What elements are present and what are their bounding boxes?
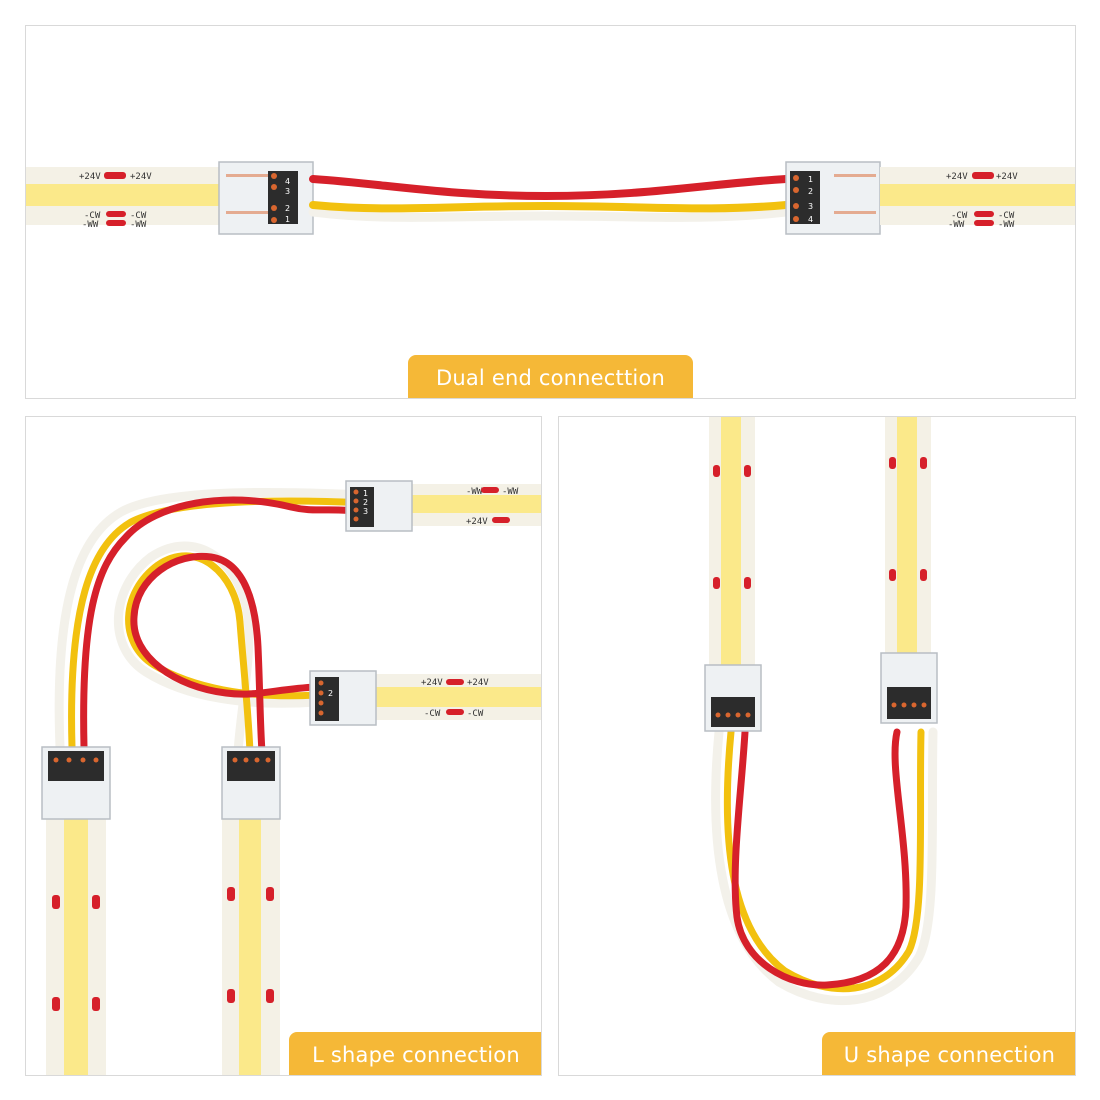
connector-vertical-2: [221, 746, 281, 820]
strip-label-plus: +24V: [466, 517, 488, 527]
dual-end-illustration: +24V +24V -CW -CW -WW -WW 4 3 2 1: [26, 161, 1075, 235]
solder-pad: [972, 172, 994, 179]
strip-label-ww-2: -WW: [998, 220, 1015, 230]
strip-label-ww: -WW: [948, 220, 965, 230]
led-strip-right: +24V +24V -CW -CW -WW -WW: [880, 167, 1075, 230]
connector-body: [268, 171, 298, 224]
strip-label-cw: -CW: [424, 709, 441, 719]
u-shape-illustration: [704, 417, 938, 1005]
pin-number: 4: [808, 215, 813, 224]
solder-pad-2: [974, 211, 994, 217]
u-shape-caption: U shape connection: [822, 1032, 1075, 1075]
connector-top: 1 2 3: [345, 480, 413, 532]
strip-label-ww: -WW: [466, 487, 483, 497]
pin-number: 3: [363, 507, 368, 516]
l-shape-illustration: -WW -WW +24V 1 2 3 +24V +24V -CW -CW: [41, 480, 541, 1075]
strip-label-plus: +24V: [79, 172, 101, 182]
pin-number: 4: [285, 177, 290, 186]
strip-label-cw: -CW: [84, 211, 101, 221]
connector-u-right: [880, 652, 938, 724]
pin-number: 1: [285, 215, 290, 224]
l-shape-panel: -WW -WW +24V 1 2 3 +24V +24V -CW -CW: [25, 416, 542, 1076]
pin-number: 3: [808, 202, 813, 211]
wire-bundle-outer: [54, 487, 371, 752]
connector-left: 4 3 2 1: [218, 161, 314, 235]
connector-u-left: [704, 664, 762, 732]
strip-label-plus-2: +24V: [996, 172, 1018, 182]
solder-pad-3: [974, 220, 994, 226]
pin-number: 2: [363, 498, 368, 507]
strip-label-ww: -WW: [82, 220, 99, 230]
strip-label-ww-2: -WW: [502, 487, 519, 497]
led-strip-u-right: [885, 417, 931, 657]
solder-pad-3: [106, 220, 126, 226]
strip-label-plus-2: +24V: [467, 678, 489, 688]
strip-label-plus-2: +24V: [130, 172, 152, 182]
connector-vertical-1: [41, 746, 111, 820]
led-strip-vertical-1: [46, 812, 106, 1075]
l-shape-caption: L shape connection: [289, 1032, 541, 1075]
pin-number: 2: [285, 204, 290, 213]
u-shape-panel: U shape connection: [558, 416, 1076, 1076]
wire-bundle: [308, 175, 791, 222]
strip-label-cw-2: -CW: [998, 211, 1015, 221]
pin-number: 1: [808, 175, 813, 184]
solder-pad-2: [106, 211, 126, 217]
solder-pad: [104, 172, 126, 179]
led-strip-left: +24V +24V -CW -CW -WW -WW: [26, 167, 241, 230]
strip-label-cw: -CW: [951, 211, 968, 221]
pin-number: 2: [808, 187, 813, 196]
pin-number: 1: [363, 489, 368, 498]
pin-number: 3: [285, 187, 290, 196]
strip-label-ww-2: -WW: [130, 220, 147, 230]
dual-end-caption: Dual end connecttion: [408, 355, 693, 398]
strip-label-cw-2: -CW: [130, 211, 147, 221]
led-strip-middle: +24V +24V -CW -CW: [371, 674, 541, 720]
strip-label-cw-2: -CW: [467, 709, 484, 719]
led-strip-vertical-2: [222, 812, 280, 1075]
led-strip-u-left: [709, 417, 755, 667]
dual-end-panel: +24V +24V -CW -CW -WW -WW 4 3 2 1: [25, 25, 1076, 399]
strip-label-plus: +24V: [946, 172, 968, 182]
connector-middle: 2: [309, 670, 377, 726]
connector-right: 1 2 3 4: [785, 161, 881, 235]
strip-label-plus: +24V: [421, 678, 443, 688]
pin-number: 2: [328, 689, 333, 698]
led-strip-top: -WW -WW +24V: [411, 484, 541, 527]
wire-bundle-u: [711, 727, 938, 1005]
wire-bundle-inner: [113, 541, 321, 757]
